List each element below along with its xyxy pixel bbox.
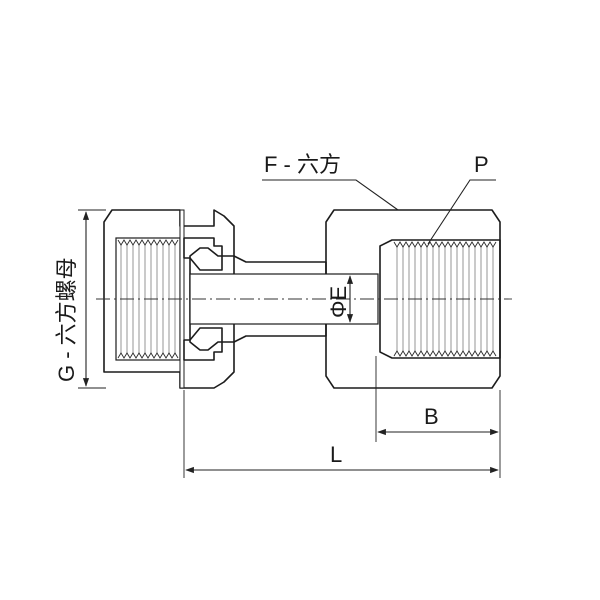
thread-port	[379, 239, 501, 359]
label-nut-hex: G - 六方螺母	[54, 257, 79, 382]
dim-b: B	[375, 356, 501, 478]
ferrule-upper	[183, 237, 223, 271]
dim-l: L	[183, 390, 499, 478]
leader-hex-body: F - 六方	[262, 152, 399, 211]
label-hex-body: F - 六方	[264, 152, 341, 177]
ferrule-lower	[183, 327, 223, 361]
hex-body	[325, 209, 501, 389]
label-thread-port: P	[474, 152, 489, 177]
label-bore-dia: ΦE	[326, 286, 351, 318]
dim-g: G - 六方螺母	[54, 209, 106, 389]
leader-thread-port: P	[427, 152, 496, 245]
label-thread-length: B	[424, 404, 439, 429]
dim-e: ΦE	[326, 275, 354, 323]
label-overall-length: L	[330, 442, 342, 467]
